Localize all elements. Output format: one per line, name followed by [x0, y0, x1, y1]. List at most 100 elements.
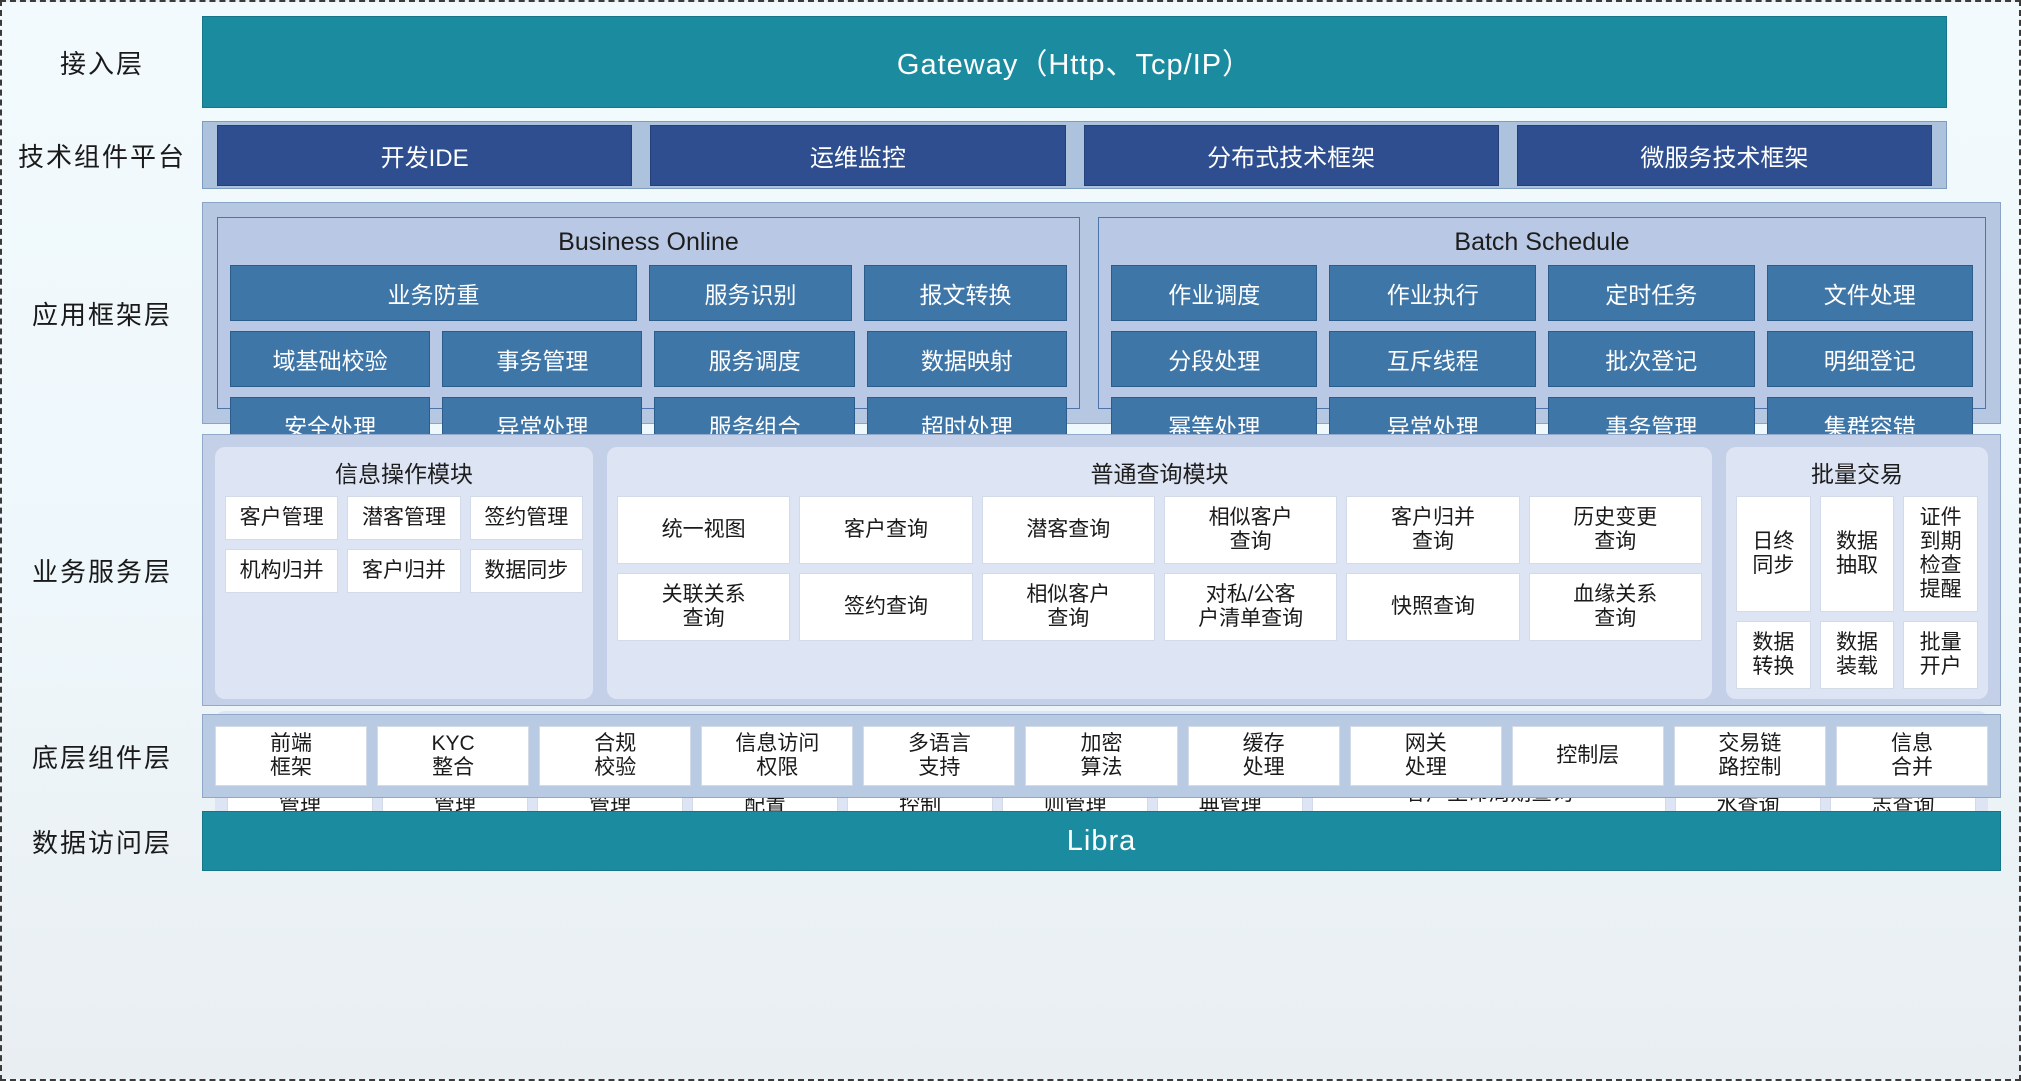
module-general-query: 普通查询模块 统一视图 客户查询 潜客查询 相似客户查询 客户归并查询 历史变更…: [607, 447, 1712, 699]
cell-service-schedule[interactable]: 服务调度: [654, 331, 855, 387]
cell-domain-validate[interactable]: 域基础校验: [230, 331, 431, 387]
layer-tech-platform: 技术组件平台 开发IDE 运维监控 分布式技术框架 微服务技术框架: [2, 121, 2019, 189]
batch-transaction-row-1: 日终同步 数据抽取 证件到期检查提醒: [1736, 496, 1979, 612]
cell-data-mapping[interactable]: 数据映射: [866, 331, 1067, 387]
tech-button-ops[interactable]: 运维监控: [650, 124, 1066, 186]
business-online-grid: 业务防重 服务识别 报文转换 域基础校验 事务管理 服务调度 数据映射 安全处理: [230, 265, 1067, 453]
info-operation-grid: 客户管理 潜客管理 签约管理 机构归并 客户归并 数据同步: [225, 496, 583, 593]
info-operation-row-2: 机构归并 客户归并 数据同步: [225, 548, 583, 593]
layer-label-access: 接入层: [59, 48, 144, 79]
cell-batch-open-acct[interactable]: 批量开户: [1903, 620, 1979, 689]
cell-detail-register[interactable]: 明细登记: [1766, 331, 1974, 387]
layer-label-base-components: 底层组件层: [31, 742, 172, 773]
cell-info-access-perm[interactable]: 信息访问权限: [701, 726, 854, 786]
cell-relation-query[interactable]: 关联关系查询: [617, 572, 791, 641]
info-operation-row-1: 客户管理 潜客管理 签约管理: [225, 496, 583, 540]
module-info-operation: 信息操作模块 客户管理 潜客管理 签约管理 机构归并 客户归并 数据同步: [215, 447, 593, 699]
cell-similar-cust-query-2[interactable]: 相似客户查询: [981, 572, 1155, 641]
cell-control-layer[interactable]: 控制层: [1511, 726, 1664, 786]
cell-frontend-framework[interactable]: 前端框架: [215, 726, 368, 786]
cell-contract-mgmt[interactable]: 签约管理: [469, 496, 583, 540]
layer-label-app-framework: 应用框架层: [31, 299, 172, 330]
cell-contract-query[interactable]: 签约查询: [799, 572, 973, 641]
cell-gateway-process[interactable]: 网关处理: [1349, 726, 1502, 786]
layer-label-business-service: 业务服务层: [31, 556, 172, 587]
data-access-body: Libra: [202, 811, 2019, 871]
cell-data-transform[interactable]: 数据转换: [1736, 620, 1811, 689]
group-business-online: Business Online 业务防重 服务识别 报文转换 域基础校验 事务管…: [217, 217, 1080, 453]
tech-panel: 开发IDE 运维监控 分布式技术框架 微服务技术框架: [202, 121, 1947, 189]
batch-schedule-row-2: 分段处理 互斥线程 批次登记 明细登记: [1110, 331, 1974, 387]
cell-segment-process[interactable]: 分段处理: [1110, 331, 1318, 387]
cell-history-change-query[interactable]: 历史变更查询: [1528, 496, 1702, 564]
cell-prospect-query[interactable]: 潜客查询: [981, 496, 1155, 564]
cell-lineage-query[interactable]: 血缘关系查询: [1528, 572, 1702, 641]
batch-transaction-grid: 日终同步 数据抽取 证件到期检查提醒 数据转换 数据装载 批量开户: [1736, 496, 1979, 689]
batch-transaction-row-2: 数据转换 数据装载 批量开户: [1736, 620, 1979, 689]
cell-message-convert[interactable]: 报文转换: [863, 265, 1067, 321]
cell-encryption-algo[interactable]: 加密算法: [1025, 726, 1178, 786]
cell-org-merge[interactable]: 机构归并: [225, 548, 339, 593]
group-batch-schedule: Batch Schedule 作业调度 作业执行 定时任务 文件处理 分段处理 …: [1097, 217, 1986, 453]
general-query-row-1: 统一视图 客户查询 潜客查询 相似客户查询 客户归并查询 历史变更查询: [617, 496, 1702, 564]
cell-cert-expiry-remind[interactable]: 证件到期检查提醒: [1903, 496, 1979, 612]
cell-customer-query[interactable]: 客户查询: [799, 496, 973, 564]
cell-customer-merge[interactable]: 客户归并: [347, 548, 461, 593]
cell-prospect-mgmt[interactable]: 潜客管理: [347, 496, 461, 540]
layer-business-service: 业务服务层 信息操作模块 客户管理 潜客管理 签约管理: [2, 434, 2019, 838]
tech-body: 开发IDE 运维监控 分布式技术框架 微服务技术框架: [202, 121, 2019, 189]
cell-similar-cust-query-1[interactable]: 相似客户查询: [1163, 496, 1338, 564]
cell-customer-mgmt[interactable]: 客户管理: [225, 496, 339, 540]
cell-snapshot-query[interactable]: 快照查询: [1346, 572, 1520, 641]
gateway-bar[interactable]: Gateway（Http、Tcp/IP）: [202, 16, 1947, 108]
batch-schedule-row-1: 作业调度 作业执行 定时任务 文件处理: [1110, 265, 1974, 321]
cell-cache-process[interactable]: 缓存处理: [1187, 726, 1340, 786]
module-title-general-query: 普通查询模块: [1090, 461, 1229, 487]
cell-unified-view[interactable]: 统一视图: [617, 496, 791, 564]
cell-service-identify[interactable]: 服务识别: [649, 265, 852, 321]
app-framework-panel: Business Online 业务防重 服务识别 报文转换 域基础校验 事务管…: [202, 202, 2001, 453]
batch-schedule-grid: 作业调度 作业执行 定时任务 文件处理 分段处理 互斥线程 批次登记 明细登记: [1110, 265, 1974, 453]
group-title-batch-schedule: Batch Schedule: [1454, 228, 1630, 256]
app-framework-body: Business Online 业务防重 服务识别 报文转换 域基础校验 事务管…: [202, 202, 2019, 453]
cell-cust-merge-query[interactable]: 客户归并查询: [1346, 496, 1520, 564]
cell-business-dedup[interactable]: 业务防重: [230, 265, 638, 321]
tech-button-ide[interactable]: 开发IDE: [217, 124, 633, 186]
tech-button-dist[interactable]: 分布式技术框架: [1083, 124, 1499, 186]
layer-data-access: 数据访问层 Libra: [2, 811, 2019, 871]
cell-compliance-check[interactable]: 合规校验: [539, 726, 692, 786]
layer-label-tech-platform: 技术组件平台: [17, 141, 186, 172]
cell-job-execute[interactable]: 作业执行: [1329, 265, 1536, 321]
cell-data-load[interactable]: 数据装载: [1819, 620, 1895, 689]
libra-bar[interactable]: Libra: [202, 811, 2001, 871]
cell-tx-management-bo[interactable]: 事务管理: [442, 331, 643, 387]
cell-data-extract[interactable]: 数据抽取: [1819, 496, 1895, 612]
cell-multilang-support[interactable]: 多语言支持: [863, 726, 1016, 786]
cell-job-schedule[interactable]: 作业调度: [1110, 265, 1318, 321]
business-service-body: 信息操作模块 客户管理 潜客管理 签约管理 机构归并 客户归并 数据同步: [202, 434, 2019, 838]
layer-label-data-access: 数据访问层: [31, 827, 172, 858]
cell-info-merge[interactable]: 信息合并: [1835, 726, 1989, 786]
module-title-batch-transaction: 批量交易: [1811, 461, 1903, 487]
cell-batch-register[interactable]: 批次登记: [1547, 331, 1755, 387]
cell-file-process[interactable]: 文件处理: [1766, 265, 1974, 321]
cell-private-public-list[interactable]: 对私/公客户清单查询: [1163, 572, 1338, 641]
access-body: Gateway（Http、Tcp/IP）: [202, 16, 2019, 108]
cell-eod-sync[interactable]: 日终同步: [1736, 496, 1811, 612]
business-service-panel: 信息操作模块 客户管理 潜客管理 签约管理 机构归并 客户归并 数据同步: [202, 434, 2001, 838]
business-online-row-2: 域基础校验 事务管理 服务调度 数据映射: [230, 331, 1067, 387]
module-title-info-operation: 信息操作模块: [335, 461, 473, 487]
tech-button-microsvc[interactable]: 微服务技术框架: [1516, 124, 1932, 186]
cell-mutex-thread[interactable]: 互斥线程: [1329, 331, 1536, 387]
module-batch-transaction: 批量交易 日终同步 数据抽取 证件到期检查提醒 数据转换 数据装载 批量开户: [1726, 447, 1988, 699]
business-modules-row: 信息操作模块 客户管理 潜客管理 签约管理 机构归并 客户归并 数据同步: [215, 447, 1988, 699]
layer-access: 接入层 Gateway（Http、Tcp/IP）: [2, 16, 2019, 108]
group-title-business-online: Business Online: [558, 228, 739, 256]
cell-data-sync[interactable]: 数据同步: [469, 548, 583, 593]
cell-tx-link-control[interactable]: 交易链路控制: [1673, 726, 1826, 786]
cell-timed-task[interactable]: 定时任务: [1547, 265, 1755, 321]
